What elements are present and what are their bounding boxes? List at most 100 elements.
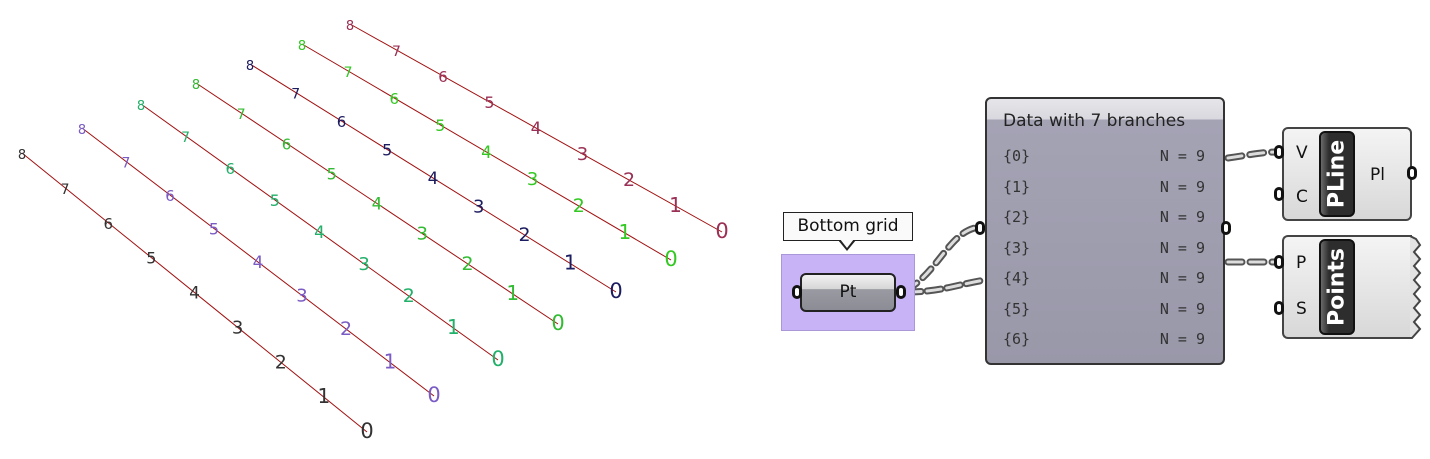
rhino-viewport: 0123456780123456780123456780123456780123… <box>18 19 729 443</box>
panel-row-count: N = 9 <box>1159 238 1205 257</box>
pline-v-grip[interactable] <box>1274 145 1284 159</box>
pline-c-grip[interactable] <box>1274 187 1284 201</box>
polyline-branch-4: 0 1 2 3 4 5 6 7 8 <box>246 59 623 303</box>
polyline-segment <box>301 43 672 261</box>
point-index-label: 8 <box>137 99 145 114</box>
point-index-label: 2 <box>340 318 352 340</box>
points-p-grip[interactable] <box>1274 255 1284 269</box>
point-index-label: 5 <box>484 93 494 112</box>
panel-input-grip[interactable] <box>975 221 985 235</box>
point-index-label: 0 <box>609 279 622 303</box>
polyline-segment <box>249 63 617 293</box>
point-index-label: 7 <box>61 182 70 198</box>
pline-input-c[interactable]: C <box>1296 187 1308 207</box>
point-index-label: 4 <box>314 223 325 243</box>
panel-row-branch: {0} <box>1003 147 1031 165</box>
data-panel[interactable]: Data with 7 branches {0} N = 9 {1} N = 9 {2}… <box>985 97 1225 365</box>
panel-row-branch: {1} <box>1003 177 1031 196</box>
point-index-label: 4 <box>531 119 542 139</box>
point-index-label: 8 <box>246 59 254 74</box>
point-index-label: 1 <box>619 220 632 244</box>
panel-row-count: N = 9 <box>1159 299 1205 318</box>
pline-output-pl[interactable]: Pl <box>1370 165 1385 185</box>
point-index-label: 4 <box>428 169 439 189</box>
point-index-label: 0 <box>551 311 564 335</box>
point-index-label: 7 <box>181 130 190 146</box>
point-index-label: 5 <box>270 191 280 210</box>
panel-row-branch: {2} <box>1003 208 1031 226</box>
point-index-label: 5 <box>382 141 392 160</box>
panel-row-count: N = 9 <box>1159 177 1205 196</box>
point-index-label: 2 <box>518 224 530 246</box>
point-index-label: 8 <box>78 123 86 138</box>
point-index-label: 2 <box>573 195 585 217</box>
pt-output-grip[interactable] <box>896 285 906 299</box>
point-index-label: 7 <box>122 156 131 172</box>
point-index-label: 7 <box>392 44 401 60</box>
pline-pl-grip[interactable] <box>1407 166 1417 180</box>
pline-component[interactable]: V C PLine Pl <box>1282 127 1412 221</box>
point-index-label: 7 <box>344 65 353 81</box>
point-index-label: 4 <box>253 253 264 273</box>
tooltip-arrow-fill <box>840 239 854 248</box>
points-input-s[interactable]: S <box>1296 299 1307 319</box>
point-index-label: 8 <box>298 39 306 54</box>
points-zigzag-edge <box>1410 235 1422 339</box>
point-index-label: 3 <box>417 224 428 245</box>
point-index-label: 8 <box>192 78 200 93</box>
points-component[interactable]: P S Points <box>1282 235 1412 339</box>
point-index-label: 8 <box>18 148 26 163</box>
panel-output-grip[interactable] <box>1221 221 1231 235</box>
panel-row-count: N = 9 <box>1159 330 1205 348</box>
panel-row-branch: {6} <box>1003 330 1031 348</box>
point-index-label: 0 <box>664 247 677 271</box>
polyline-branch-3: 0 1 2 3 4 5 6 7 8 <box>192 78 565 335</box>
point-index-label: 5 <box>209 220 219 239</box>
wire-pt-to-panel-lower <box>903 276 989 296</box>
point-index-label: 4 <box>189 284 200 304</box>
polyline-segment <box>349 23 723 233</box>
point-index-label: 4 <box>481 143 492 163</box>
polyline-segment <box>195 82 559 325</box>
point-index-label: 2 <box>403 285 415 307</box>
point-index-label: 3 <box>296 286 307 307</box>
pt-tooltip: Bottom grid <box>783 212 913 241</box>
point-index-label: 4 <box>372 195 383 215</box>
pline-name-plate: PLine <box>1319 131 1355 217</box>
point-index-label: 2 <box>461 253 473 275</box>
panel-row-count: N = 9 <box>1159 147 1205 165</box>
point-index-label: 5 <box>435 116 445 135</box>
panel-row-count: N = 9 <box>1159 208 1205 226</box>
panel-row-branch: {3} <box>1003 238 1031 257</box>
polyline-segment <box>140 103 499 361</box>
panel-row-count: N = 9 <box>1159 269 1205 287</box>
point-index-label: 0 <box>360 419 373 443</box>
panel-row-branch: {4} <box>1003 269 1031 287</box>
points-s-grip[interactable] <box>1274 301 1284 315</box>
points-name: Points <box>1324 247 1350 327</box>
points-input-p[interactable]: P <box>1296 253 1307 273</box>
pline-input-v[interactable]: V <box>1296 143 1308 163</box>
point-index-label: 6 <box>438 68 448 86</box>
polyline-branch-5: 0 1 2 3 4 5 6 7 8 <box>298 39 678 271</box>
point-index-label: 7 <box>237 107 246 123</box>
point-index-label: 1 <box>564 251 577 275</box>
panel-title: Data with 7 branches <box>1003 111 1186 131</box>
point-index-label: 3 <box>577 144 588 165</box>
point-index-label: 6 <box>225 160 235 178</box>
point-index-label: 3 <box>527 169 538 190</box>
point-index-label: 7 <box>291 87 300 103</box>
point-index-label: 1 <box>506 281 519 305</box>
point-index-label: 1 <box>669 193 682 217</box>
point-index-label: 2 <box>623 169 635 191</box>
point-index-label: 5 <box>327 164 337 183</box>
pt-input-grip[interactable] <box>792 285 802 299</box>
polyline-segment <box>81 127 435 397</box>
point-index-label: 0 <box>715 219 728 243</box>
pt-component[interactable]: Pt <box>800 273 896 312</box>
point-index-label: 6 <box>337 113 347 131</box>
panel-row-branch: {5} <box>1003 299 1031 318</box>
points-name-plate: Points <box>1319 239 1355 335</box>
